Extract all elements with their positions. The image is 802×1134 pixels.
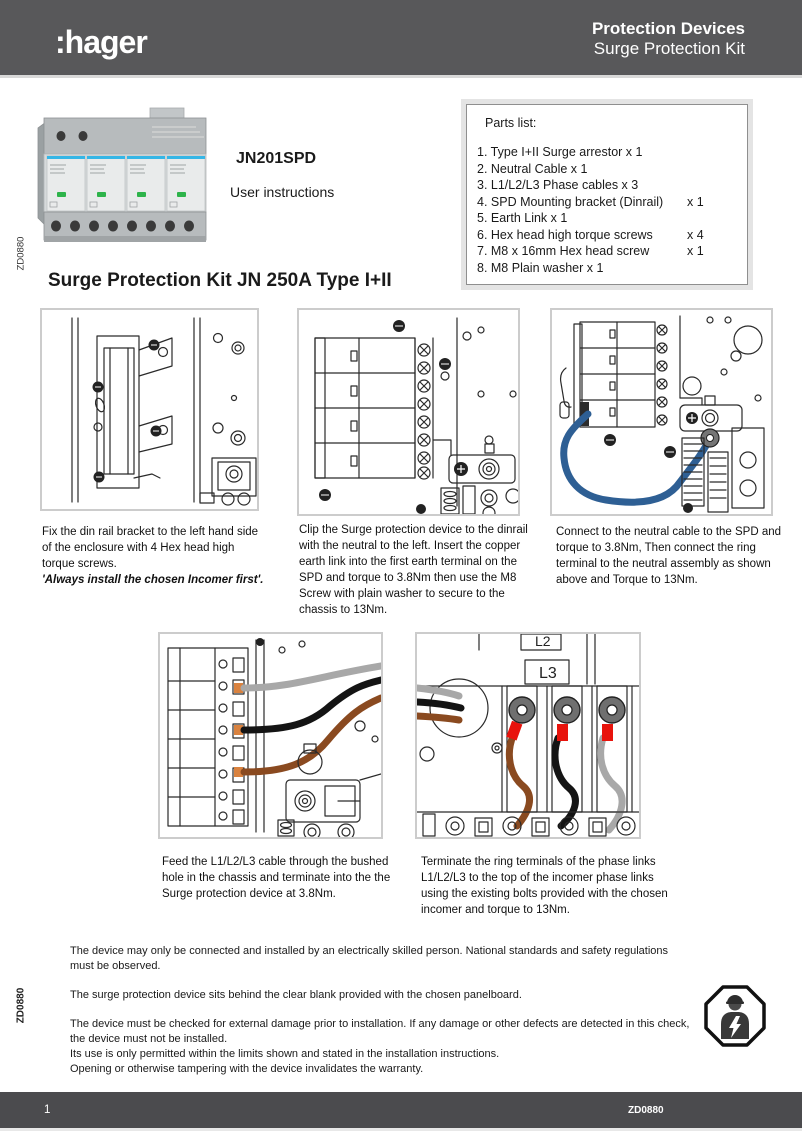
page-title: Surge Protection Kit JN 250A Type I+II — [48, 270, 392, 291]
header-title-block: Protection Devices Surge Protection Kit — [592, 19, 745, 59]
step-caption-5: Terminate the ring terminals of the phas… — [421, 856, 668, 916]
safety-notes: The device may only be connected and ins… — [70, 944, 692, 1077]
parts-list-item: 2. Neutral Cable x 1 — [477, 161, 588, 176]
header-title-line2: Surge Protection Kit — [593, 39, 745, 58]
step-caption-2: Clip the Surge protection device to the … — [299, 524, 528, 616]
parts-list-item: 5. Earth Link x 1 — [477, 211, 568, 225]
footer-doc-code: ZD0880 — [628, 1105, 664, 1116]
product-subtitle: User instructions — [230, 184, 335, 200]
note-warranty: Opening or otherwise tampering with the … — [70, 1063, 424, 1075]
figure-neutral-cable — [550, 308, 773, 516]
page-number: 1 — [44, 1104, 51, 1116]
figure-ring-terminals: L3 L2 — [415, 632, 641, 839]
figure-phase-cables-feed — [158, 632, 383, 839]
note-skilled-person: The device may only be connected and ins… — [70, 945, 669, 972]
parts-list-item: 8. M8 Plain washer x 1 — [477, 260, 604, 275]
hager-logo: :hager — [55, 24, 148, 60]
qualified-electrician-icon — [703, 984, 767, 1053]
footer-bar: 1 ZD0880 — [0, 1092, 802, 1131]
figure-spd-on-dinrail — [297, 308, 520, 516]
parts-list-item: 4. SPD Mounting bracket (Dinrail)x 1 — [477, 194, 704, 209]
side-doc-code-bottom: ZD0880 — [15, 987, 27, 1024]
product-photo — [30, 104, 220, 254]
product-model: JN201SPD — [236, 150, 317, 167]
side-doc-code-top: ZD0880 — [15, 236, 27, 271]
note-damage-check: The device must be checked for external … — [70, 1018, 690, 1045]
parts-list-box: Parts list: 1. Type I+II Surge arrestor … — [461, 99, 753, 290]
parts-list-heading: Parts list: — [485, 116, 537, 130]
note-clear-blank: The surge protection device sits behind … — [70, 989, 522, 1001]
note-limits: Its use is only permitted within the lim… — [70, 1048, 500, 1060]
parts-list-item: 1. Type I+II Surge arrestor x 1 — [477, 145, 643, 159]
header-bar: :hager Protection Devices Surge Protecti… — [0, 0, 802, 78]
step-caption-1: Fix the din rail bracket to the left han… — [42, 526, 264, 586]
step-caption-3: Connect to the neutral cable to the SPD … — [556, 526, 782, 586]
header-title-line1: Protection Devices — [591, 19, 745, 38]
figure-dinrail-bracket — [40, 308, 259, 511]
phase-label-l3: L3 — [539, 665, 557, 682]
step-caption-1-emphasis: 'Always install the chosen Incomer first… — [42, 574, 264, 586]
parts-list-item: 3. L1/L2/L3 Phase cables x 3 — [477, 178, 639, 192]
phase-label-l2: L2 — [535, 634, 551, 649]
step-caption-4: Feed the L1/L2/L3 cable through the bush… — [162, 856, 391, 900]
